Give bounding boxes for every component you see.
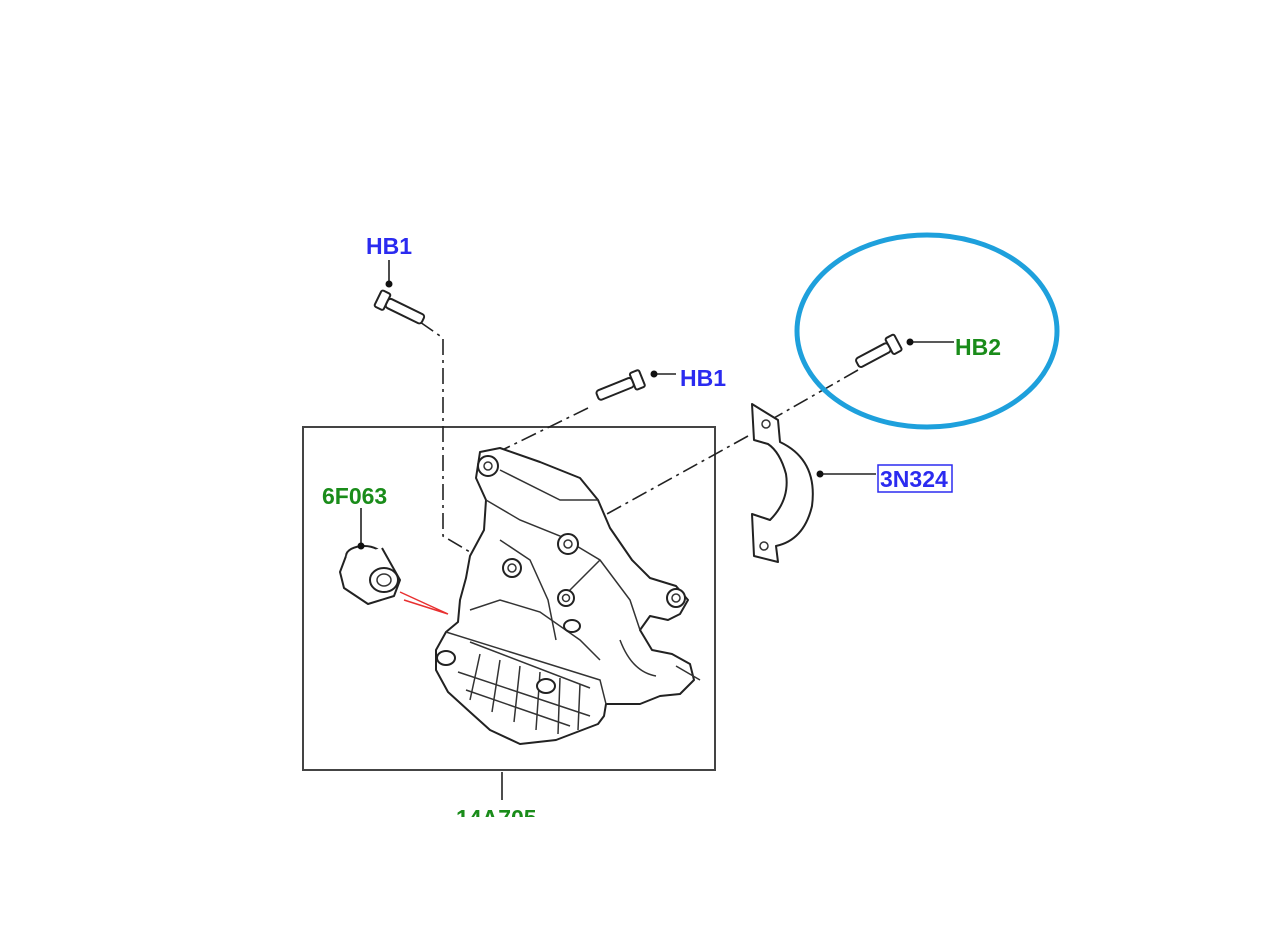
assembly-frame [302,426,716,771]
highlight-ellipse [794,232,1060,430]
bushing-arrow [399,591,449,615]
mount-assembly-icon[interactable] [435,447,701,745]
centerline-hb2 [759,369,859,427]
label-hb1-top[interactable]: HB1 [366,233,412,259]
bolt-hb1-top-icon[interactable] [373,289,427,328]
label-6f063[interactable]: 6F063 [322,483,387,509]
bushing-6f063-icon[interactable] [339,545,401,605]
bolt-hb1-mid-icon[interactable] [594,369,646,405]
bracket-3n324-icon[interactable] [751,403,814,563]
centerline-bracket [595,435,749,521]
label-3n324[interactable]: 3N324 [880,466,948,492]
centerline-hb1-top [419,321,471,553]
label-hb2[interactable]: HB2 [955,334,1001,360]
centerline-hb1-mid [489,407,589,457]
label-hb1-mid[interactable]: HB1 [680,365,726,391]
label-14a705[interactable]: 14A705 [456,805,537,831]
label-3n324-box [877,464,953,493]
bolt-hb2-icon[interactable] [853,333,903,371]
